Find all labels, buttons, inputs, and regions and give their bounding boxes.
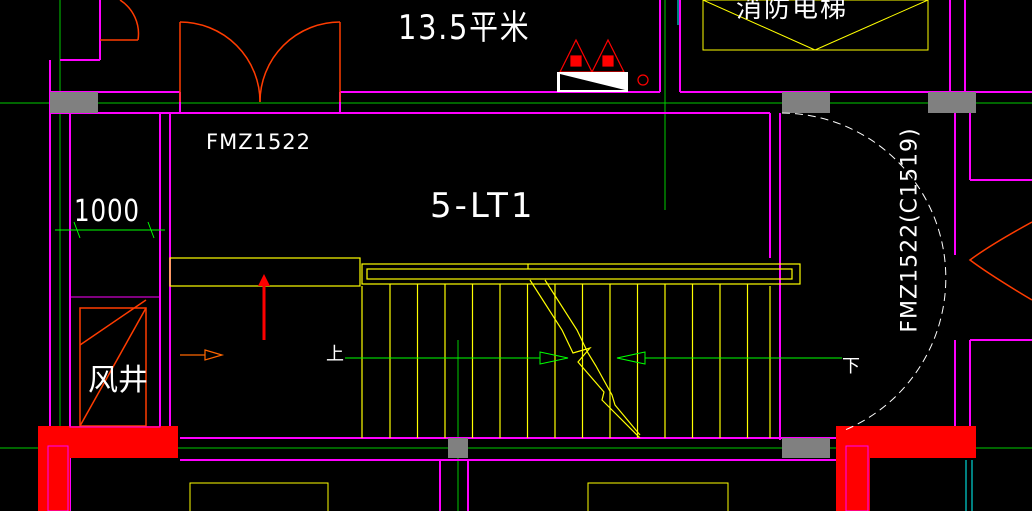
ventilation-shaft [79, 299, 147, 427]
right-cyan-marker [677, 0, 973, 511]
stair-label: 5-LT1 [430, 186, 536, 226]
up-arrow [258, 274, 270, 340]
walls [49, 0, 1032, 511]
red-columns [38, 426, 976, 511]
right-arrow [180, 349, 225, 361]
shaft-label: 风井 [88, 363, 148, 398]
door-swing-right [781, 112, 947, 431]
stair-down-label: 下 [842, 356, 860, 377]
dimension-label: 1000 [74, 194, 140, 229]
area-label: 13.5平米 [398, 8, 531, 48]
symbols [559, 38, 649, 86]
yellow-linework [189, 0, 929, 511]
right-door-label: FMZ1522(C1519) [897, 127, 923, 333]
walking-line [345, 351, 842, 365]
dimension-1000 [55, 221, 165, 239]
red-column-outline [47, 445, 869, 511]
door-label: FMZ1522 [206, 130, 312, 154]
staircase [169, 257, 801, 439]
stair-up-label: 上 [326, 344, 344, 365]
columns [50, 92, 976, 458]
door-fmz1522 [100, 0, 341, 103]
right-edge-door [968, 221, 1032, 301]
room-label: 消防电梯 [736, 0, 849, 24]
